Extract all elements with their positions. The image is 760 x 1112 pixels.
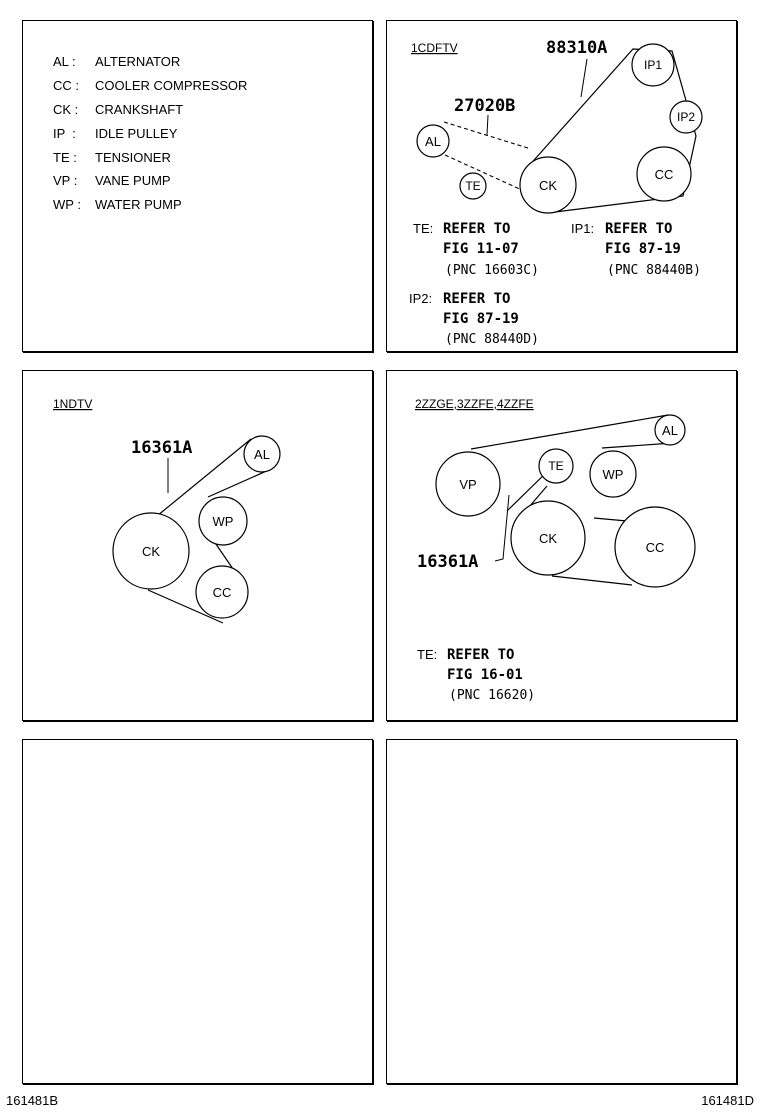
part-number-16361a: 16361A (131, 438, 192, 458)
belt-diagram-1ndtv: 1NDTV AL WP CK CC 16361A (53, 397, 281, 624)
legend-row-ck: CK :CRANKSHAFT (53, 102, 184, 117)
pulley-te (538, 448, 574, 484)
note-ip1-line1: REFER TO (605, 221, 672, 237)
part-number-88310a: 88310A (546, 38, 607, 58)
pulley-al (243, 435, 281, 473)
belt-diagram-2zzge: 2ZZGE,3ZZFE,4ZZFE AL VP TE WP CK CC 1636… (415, 397, 696, 703)
note-te-line1: REFER TO (447, 647, 514, 663)
svg-text:CK: CK (539, 531, 557, 546)
pulley-al (654, 414, 686, 446)
pulley-ip2 (669, 100, 703, 134)
note-te-line2: FIG 16-01 (447, 667, 523, 683)
svg-text:TE: TE (465, 179, 480, 193)
pulley-ck (519, 156, 577, 214)
pulley-al (416, 124, 450, 158)
svg-text:WP: WP (213, 514, 234, 529)
note-ip1-tag: IP1: (571, 221, 594, 236)
legend-row-cc: CC :COOLER COMPRESSOR (53, 78, 248, 93)
pulley-te (459, 172, 487, 200)
legend-row-wp: WP :WATER PUMP (53, 197, 182, 212)
part-number-16361a: 16361A (417, 552, 478, 572)
diagram-2zzge-panel: 2ZZGE,3ZZFE,4ZZFE AL VP TE WP CK CC 1636… (386, 370, 737, 721)
svg-text:IP1: IP1 (644, 58, 662, 72)
belt-diagram-1cdftv: 1CDFTV IP1 IP2 AL TE CK CC 88310A 27020B… (409, 38, 703, 347)
pulley-wp (198, 496, 248, 546)
svg-text:AL: AL (425, 134, 441, 149)
part-number-27020b: 27020B (454, 96, 515, 116)
legend-row-te: TE :TENSIONER (53, 150, 171, 165)
note-te-line1: REFER TO (443, 221, 510, 237)
leader-16361a (494, 494, 510, 562)
svg-text:AL: AL (662, 423, 678, 438)
svg-text:IP2: IP2 (677, 110, 695, 124)
svg-text:CC: CC (646, 540, 665, 555)
footer-code-right: 161481D (701, 1093, 754, 1108)
footer-code-left: 161481B (6, 1093, 59, 1108)
engine-label: 2ZZGE,3ZZFE,4ZZFE (415, 397, 534, 411)
svg-text:WP: WP (603, 467, 624, 482)
pulley-ck (510, 500, 586, 576)
pulley-cc (614, 506, 696, 588)
svg-text:CC: CC (213, 585, 232, 600)
svg-text:VP: VP (459, 477, 476, 492)
svg-text:TE: TE (548, 459, 563, 473)
note-ip1-line3: (PNC 88440B) (607, 263, 701, 278)
note-te-line3: (PNC 16603C) (445, 263, 539, 278)
pulley-cc (636, 146, 692, 202)
svg-text:CK: CK (142, 544, 160, 559)
note-te-line3: (PNC 16620) (449, 688, 535, 703)
diagram-1ndtv-panel: 1NDTV AL WP CK CC 16361A (22, 370, 373, 721)
pulley-wp (589, 450, 637, 498)
legend-row-al: AL :ALTERNATOR (53, 54, 181, 69)
note-ip1-line2: FIG 87-19 (605, 241, 681, 257)
svg-text:CC: CC (655, 167, 674, 182)
pulley-vp (435, 451, 501, 517)
note-te-line2: FIG 11-07 (443, 241, 519, 257)
leader-27020b (486, 114, 489, 136)
note-te-tag: TE: (417, 647, 437, 662)
leader-88310a (580, 58, 588, 98)
belt-16361a (147, 438, 272, 624)
belt-16361a (470, 414, 674, 586)
pulley-cc (195, 565, 249, 619)
note-ip2-line2: FIG 87-19 (443, 311, 519, 327)
belt-27020b (443, 121, 536, 197)
legend-panel: AL :ALTERNATOR CC :COOLER COMPRESSOR CK … (22, 20, 373, 352)
legend-row-ip: IP :IDLE PULLEY (53, 126, 178, 141)
svg-text:AL: AL (254, 447, 270, 462)
note-ip2-line1: REFER TO (443, 291, 510, 307)
empty-panel-right (386, 739, 737, 1084)
note-ip2-tag: IP2: (409, 291, 432, 306)
legend-row-vp: VP :VANE PUMP (53, 173, 171, 188)
diagram-1cdftv-panel: 1CDFTV IP1 IP2 AL TE CK CC 88310A 27020B… (386, 20, 737, 352)
svg-text:CK: CK (539, 178, 557, 193)
note-te-tag: TE: (413, 221, 433, 236)
engine-label: 1CDFTV (411, 41, 458, 55)
engine-label: 1NDTV (53, 397, 92, 411)
pulley-ck (112, 512, 190, 590)
note-ip2-line3: (PNC 88440D) (445, 332, 539, 347)
empty-panel-left (22, 739, 373, 1084)
pulley-ip1 (631, 43, 675, 87)
